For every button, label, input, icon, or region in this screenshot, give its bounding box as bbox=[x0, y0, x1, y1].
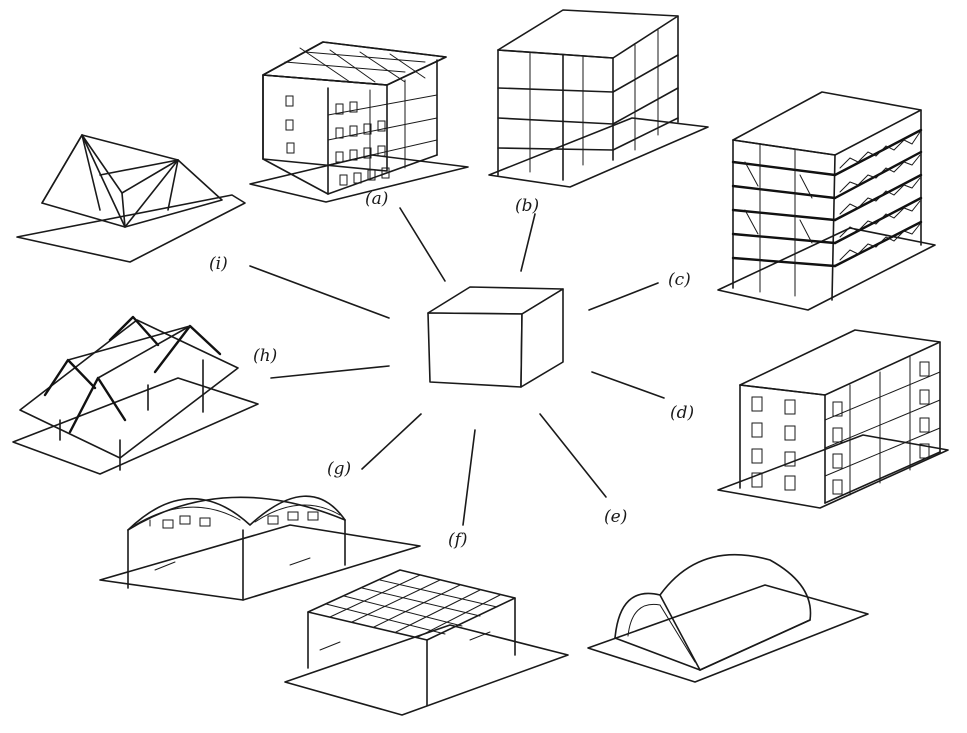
label-g: (g) bbox=[327, 459, 351, 479]
leader-c bbox=[589, 283, 658, 310]
label-b: (b) bbox=[515, 196, 539, 216]
label-d: (d) bbox=[670, 403, 694, 423]
label-f: (f) bbox=[448, 530, 468, 550]
curved-shell-roof-structure bbox=[100, 496, 420, 600]
umbrella-truss-roof-structure bbox=[13, 317, 258, 474]
leader-f bbox=[463, 430, 475, 525]
leader-a bbox=[400, 208, 445, 281]
leader-e bbox=[540, 414, 606, 497]
label-a: (a) bbox=[365, 189, 388, 209]
label-e: (e) bbox=[604, 507, 627, 527]
label-h: (h) bbox=[253, 346, 277, 366]
label-i: (i) bbox=[209, 254, 228, 274]
folded-plate-roof-structure bbox=[17, 135, 245, 262]
leader-d bbox=[592, 372, 664, 398]
leader-b bbox=[521, 214, 535, 271]
leader-h bbox=[271, 366, 389, 378]
label-c: (c) bbox=[668, 270, 691, 290]
leader-g bbox=[362, 414, 421, 469]
bearing-wall-building bbox=[250, 42, 468, 202]
barrel-vault-structure bbox=[588, 555, 868, 682]
rigid-frame-building bbox=[489, 10, 708, 187]
leader-i bbox=[250, 266, 389, 318]
truss-frame-building bbox=[718, 92, 935, 310]
frame-infill-building bbox=[718, 330, 948, 508]
space-grid-roof-structure bbox=[285, 570, 568, 715]
central-block bbox=[428, 287, 563, 387]
